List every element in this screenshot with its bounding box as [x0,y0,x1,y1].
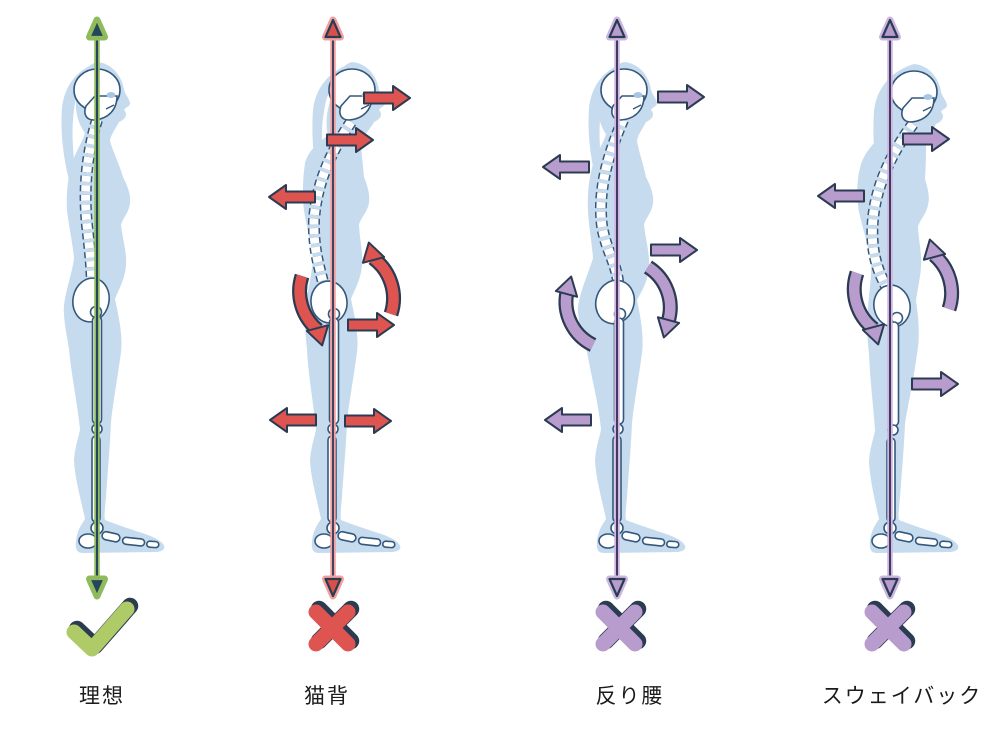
plumb-line [606,16,628,600]
figure-label-nekoze: 猫背 [304,685,350,708]
figure-sorikoshi [542,16,705,652]
cross-icon [595,600,647,652]
curved-arrow-head [305,324,330,347]
posture-arrow-right [902,126,950,152]
plumb-line [322,16,344,600]
curved-arrow-head [861,323,886,346]
posture-arrow-left [269,407,317,433]
figure-nekoze [268,16,411,652]
posture-arrow-left [544,407,592,433]
posture-arrows [817,126,960,397]
figure-swayback [817,16,960,652]
curved-arrow [644,262,676,324]
curved-arrow-head [656,316,681,339]
figure-label-ideal: 理想 [79,685,125,708]
posture-arrow-left [268,184,316,210]
posture-arrows [542,84,705,433]
posture-arrow-right [650,237,698,263]
body-silhouette [63,62,165,553]
skeleton [307,68,396,549]
cross-icon [308,600,360,652]
figure-label-sorikoshi: 反り腰 [595,685,665,708]
plumb-line [879,16,901,600]
body-group [61,62,165,553]
check-icon [66,597,139,657]
body-group [302,62,401,553]
curved-arrow [849,271,878,334]
curved-arrow [560,290,596,350]
curved-arrow [930,251,957,311]
figure-label-swayback: スウェイバック [821,685,983,708]
skeleton [866,70,953,549]
plumb-line [86,16,108,600]
posture-arrow-left [542,154,590,180]
posture-arrow-right [911,371,959,397]
curved-arrow-head [361,241,386,264]
ponytail-silhouette [61,65,94,186]
curved-arrow [294,274,322,335]
body-silhouette [302,62,401,553]
posture-arrow-right [344,408,392,434]
posture-arrow-right [363,85,411,111]
curved-arrow-head [922,238,947,261]
posture-arrow-right [326,127,374,153]
posture-arrow-right [347,312,395,338]
curved-arrow-head [554,275,579,298]
body-group [857,64,959,553]
posture-arrow-right [657,84,705,110]
posture-arrows [268,85,411,434]
cross-icon [864,600,916,652]
curved-arrow [369,253,399,316]
figure-ideal [61,16,165,657]
posture-arrow-left [817,183,865,209]
